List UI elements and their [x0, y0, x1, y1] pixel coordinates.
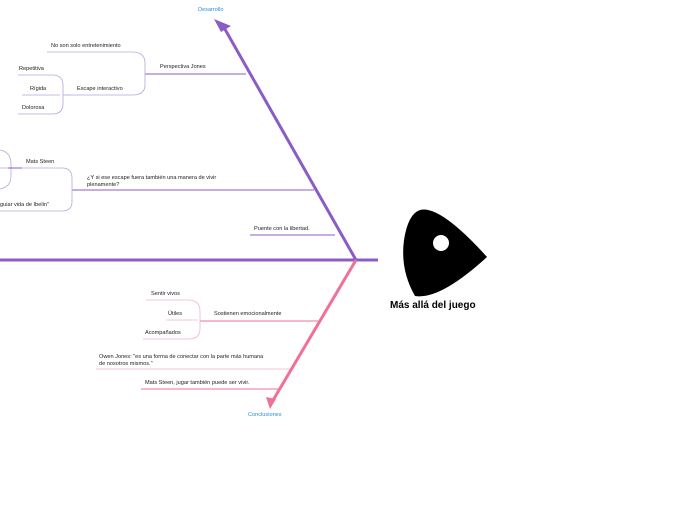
- label-sentir-vivos[interactable]: Sentir vivos: [151, 291, 180, 297]
- label-owen-jones[interactable]: Owen Jones: "es una forma de conectar co…: [99, 354, 264, 367]
- label-no-solo-entretenimiento[interactable]: No son solo entretenimiento: [51, 43, 121, 49]
- label-rigida[interactable]: Rígida: [30, 86, 47, 92]
- category-desarrollo[interactable]: Desarrollo: [198, 7, 224, 13]
- top-spine: [220, 23, 358, 261]
- fish-head-icon: [403, 209, 487, 297]
- label-dolorosa[interactable]: Dolorosa: [22, 105, 45, 111]
- label-acompanados[interactable]: Acompañados: [145, 330, 181, 336]
- label-puente-libertad[interactable]: Puente con la libertad.: [254, 226, 310, 232]
- label-mats-steen-vivir[interactable]: Mats Steen, jugar también puede ser vivi…: [145, 380, 250, 386]
- category-conclusiones[interactable]: Conclusiones: [248, 412, 282, 418]
- bracket-escape-question: [0, 167, 73, 212]
- diagram-title[interactable]: Más allá del juego: [390, 300, 476, 311]
- label-escape-interactivo[interactable]: Escape interactivo: [77, 86, 123, 92]
- label-escape-question[interactable]: ¿Y si ese escape fuera también una maner…: [87, 175, 217, 188]
- label-utiles[interactable]: Útiles: [168, 311, 182, 317]
- bracket-sostienen: [143, 299, 201, 340]
- bracket-perspectiva: [47, 51, 146, 96]
- bracket-escape: [18, 74, 64, 115]
- bracket-offscreen: [0, 149, 12, 190]
- top-spine-arrow-icon: [214, 19, 231, 32]
- label-sostienen[interactable]: Sostienen emocionalmente: [214, 311, 282, 317]
- bottom-spine-arrow-icon: [266, 397, 276, 409]
- label-guiar-vida-ibelin[interactable]: guiar vida de Ibelin": [0, 202, 49, 208]
- label-perspectiva-jones[interactable]: Perspectiva Jones: [160, 64, 206, 70]
- label-mats-steen[interactable]: Mats Steen: [26, 159, 55, 165]
- label-repetitiva[interactable]: Repetitiva: [19, 66, 44, 72]
- bottom-spine: [270, 259, 358, 403]
